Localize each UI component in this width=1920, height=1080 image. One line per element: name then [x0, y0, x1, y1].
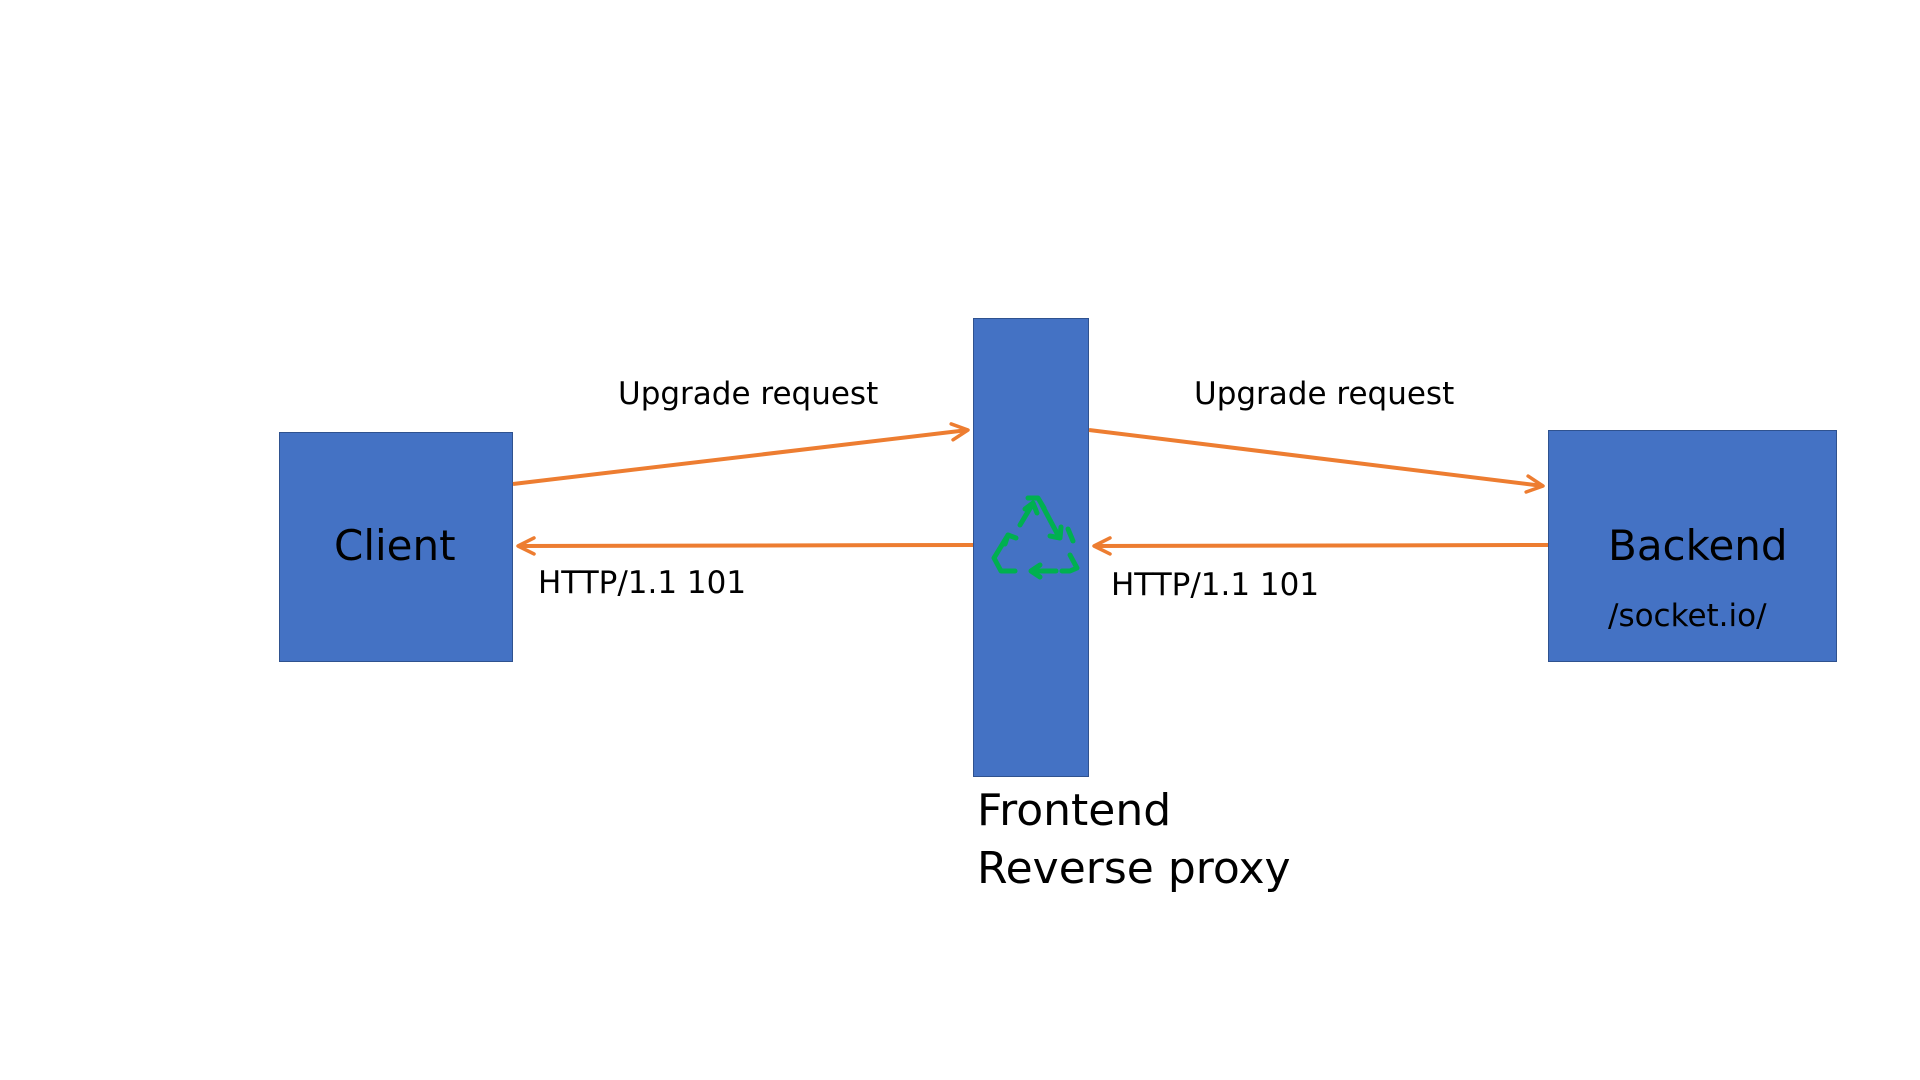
arrow-proxy-to-client	[516, 536, 974, 556]
arrow-client-to-proxy	[512, 422, 970, 486]
arrow-proxy-to-backend	[1088, 428, 1545, 494]
proxy-label-line1: Frontend	[977, 785, 1172, 836]
proxy-label-line2: Reverse proxy	[977, 843, 1291, 894]
client-node	[279, 432, 513, 662]
proxy-to-backend-label: Upgrade request	[1194, 376, 1455, 412]
backend-node	[1548, 430, 1837, 662]
client-to-proxy-label: Upgrade request	[618, 376, 879, 412]
recycle-icon	[991, 495, 1080, 580]
backend-to-proxy-label: HTTP/1.1 101	[1111, 567, 1320, 603]
arrow-backend-to-proxy	[1092, 536, 1549, 556]
client-label: Client	[334, 521, 456, 570]
reverse-proxy-node	[973, 318, 1089, 777]
backend-label: Backend	[1608, 521, 1788, 570]
proxy-to-client-label: HTTP/1.1 101	[538, 565, 747, 601]
backend-path-label: /socket.io/	[1608, 598, 1767, 634]
